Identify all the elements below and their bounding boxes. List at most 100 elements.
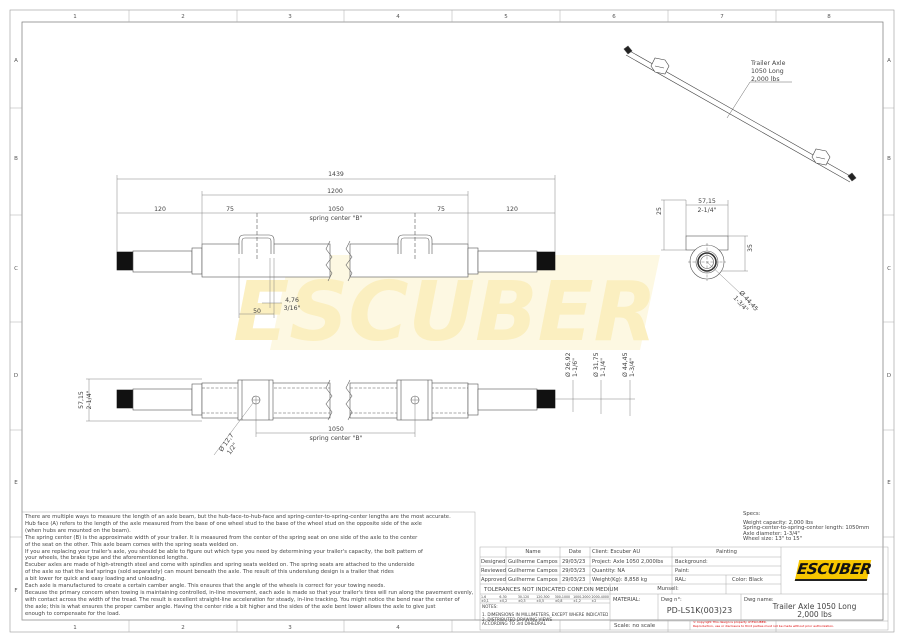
notes-line: enough to compensate for the load.: [25, 610, 121, 617]
dim-spring-center: 1050: [328, 206, 344, 213]
notes-line: Escuber axles are made of high-strength …: [25, 562, 415, 569]
dim-height-in: 2-1/4": [86, 390, 93, 409]
role: Reviewed: [481, 568, 506, 574]
iso-label: Trailer Axle 1050 Long 2,000 lbs: [750, 60, 786, 83]
weight: Weight(Kg): 8,858 kg: [592, 577, 648, 583]
note-line: 2. DISTRIBUTED DRAWING VIEWS: [482, 617, 553, 622]
quantity: Quantity: NA: [592, 568, 625, 574]
dim-end-width-in: 2-1/4": [698, 207, 717, 214]
row-label: D: [887, 373, 891, 379]
notes-line: Each axle is manufactured to create a ce…: [25, 583, 386, 590]
notes-line: Because the primary concern when towing …: [25, 589, 474, 596]
dwg-name-label: Dwg name:: [744, 597, 774, 603]
notes-line: a bit lower for quick and easy loading a…: [25, 576, 166, 583]
background: Background:: [675, 559, 708, 565]
column-label: 2: [181, 14, 185, 20]
dim-seat-right: 75: [437, 206, 445, 213]
spring-center-label: spring center "B": [309, 215, 362, 222]
notes-title: NOTES:: [482, 604, 498, 609]
row-label: C: [14, 266, 18, 272]
dim-spindle-left: 120: [154, 206, 166, 213]
row-label: A: [14, 58, 18, 64]
specs: Specs: Weight capacity: 2,000 lbs Spring…: [743, 511, 870, 543]
spec-line: Axle diameter: 1-3/4": [743, 530, 800, 537]
column-label: 8: [827, 14, 831, 20]
column-label: 3: [288, 625, 292, 631]
dim-height-mm: 57,15: [78, 391, 85, 409]
isometric-view: [623, 45, 857, 183]
person-name: Guilherme Campos: [508, 568, 558, 574]
client: Client: Escuber AU: [592, 549, 641, 555]
notes-line: If you are replacing your trailer's axle…: [25, 548, 423, 555]
dim-seat-left: 75: [226, 206, 234, 213]
person-name: Guilherme Campos: [508, 559, 558, 565]
material: MATERIAL:: [613, 597, 641, 603]
dim-seat-thickness-in: 3/16": [284, 305, 301, 312]
date: 29/03/23: [562, 577, 586, 583]
row-label: A: [887, 58, 891, 64]
spring-center-label-bottom: spring center "B": [309, 435, 362, 442]
column-label: 1: [73, 14, 77, 20]
color: Color: Black: [732, 577, 763, 583]
painting-header: Painting: [716, 549, 737, 555]
dwg-no-label: Dwg n°:: [661, 597, 682, 603]
notes-line: of the axle so that the leaf springs (so…: [25, 569, 394, 576]
person-name: Guilherme Campos: [508, 577, 558, 583]
spec-line: Spring-center-to-spring-center length: 1…: [743, 525, 870, 532]
column-label: 2: [181, 625, 185, 631]
dim-overall: 1439: [328, 171, 344, 178]
munsell: Munsell:: [657, 586, 679, 592]
dwg-no: PD-LS1K(003)23: [666, 606, 733, 615]
column-label: 1: [73, 625, 77, 631]
svg-text:2,000 lbs: 2,000 lbs: [751, 76, 780, 83]
watermark: ESCUBER: [233, 255, 660, 360]
header-name: Name: [525, 549, 541, 555]
frame-divisions: [10, 10, 894, 632]
ral: RAL:: [675, 577, 687, 583]
dim-diameter-mm: Ø 44,45: [621, 352, 629, 377]
row-label: D: [14, 373, 18, 379]
column-label: 4: [396, 14, 400, 20]
dwg-name: Trailer Axle 1050 Long 2,000 lbs: [772, 603, 857, 618]
title-block-grid: [21, 511, 889, 631]
end-view: [661, 199, 759, 311]
dim-body: 1200: [327, 188, 343, 195]
column-label: 6: [612, 14, 616, 20]
front-view: [116, 175, 556, 318]
notes-line: your wheels, the brake type and the afor…: [25, 555, 189, 562]
notes-paragraph: There are multiple ways to measure the l…: [25, 514, 473, 618]
dim-end-width-mm: 57,15: [698, 198, 716, 205]
dim-diameter-in: 1-1/4": [600, 358, 607, 377]
note-line: ACCORDING TO 3rd DIHEDRAL: [482, 621, 546, 626]
row-label: C: [887, 266, 891, 272]
scale: Scale: no scale: [614, 623, 656, 629]
specs-title: Specs:: [743, 511, 761, 517]
paint: Paint:: [675, 568, 690, 574]
notes-line: the axle; this is what ensures the prope…: [25, 603, 436, 610]
dim-diameter-mm: Ø 31,75: [592, 352, 600, 377]
notes-line: The spring center (B) is the approximate…: [25, 534, 418, 541]
svg-text:1050 Long: 1050 Long: [751, 68, 784, 75]
bottom-view: [86, 378, 635, 456]
notes-line: of the seat on the other. This axle beam…: [25, 541, 239, 548]
dim-seat-width: 50: [253, 308, 261, 315]
column-label: 4: [396, 625, 400, 631]
note-line: 1. DIMENSIONS IN MILLIMETERS, EXCEPT WHE…: [482, 612, 609, 617]
notes-line: There are multiple ways to measure the l…: [25, 514, 451, 520]
role: Approved: [481, 577, 506, 583]
escuber-logo: ESCUBER: [794, 560, 873, 581]
row-label: E: [887, 480, 891, 486]
spec-line: Weight capacity: 2,000 lbs: [743, 519, 814, 526]
copyright: © Copyright This design is property of E…: [693, 621, 835, 628]
column-label: 5: [504, 14, 508, 20]
row-label: B: [887, 156, 891, 162]
notes-line: (when hubs are mounted on the beam).: [25, 527, 131, 534]
role: Designed: [481, 559, 506, 565]
date: 29/03/23: [562, 568, 586, 574]
dim-diameter-in: 1-1/6": [572, 358, 579, 377]
column-label: 3: [288, 14, 292, 20]
notes-line: Hub face (A) refers to the length of the…: [25, 520, 422, 527]
row-label: F: [14, 588, 17, 594]
